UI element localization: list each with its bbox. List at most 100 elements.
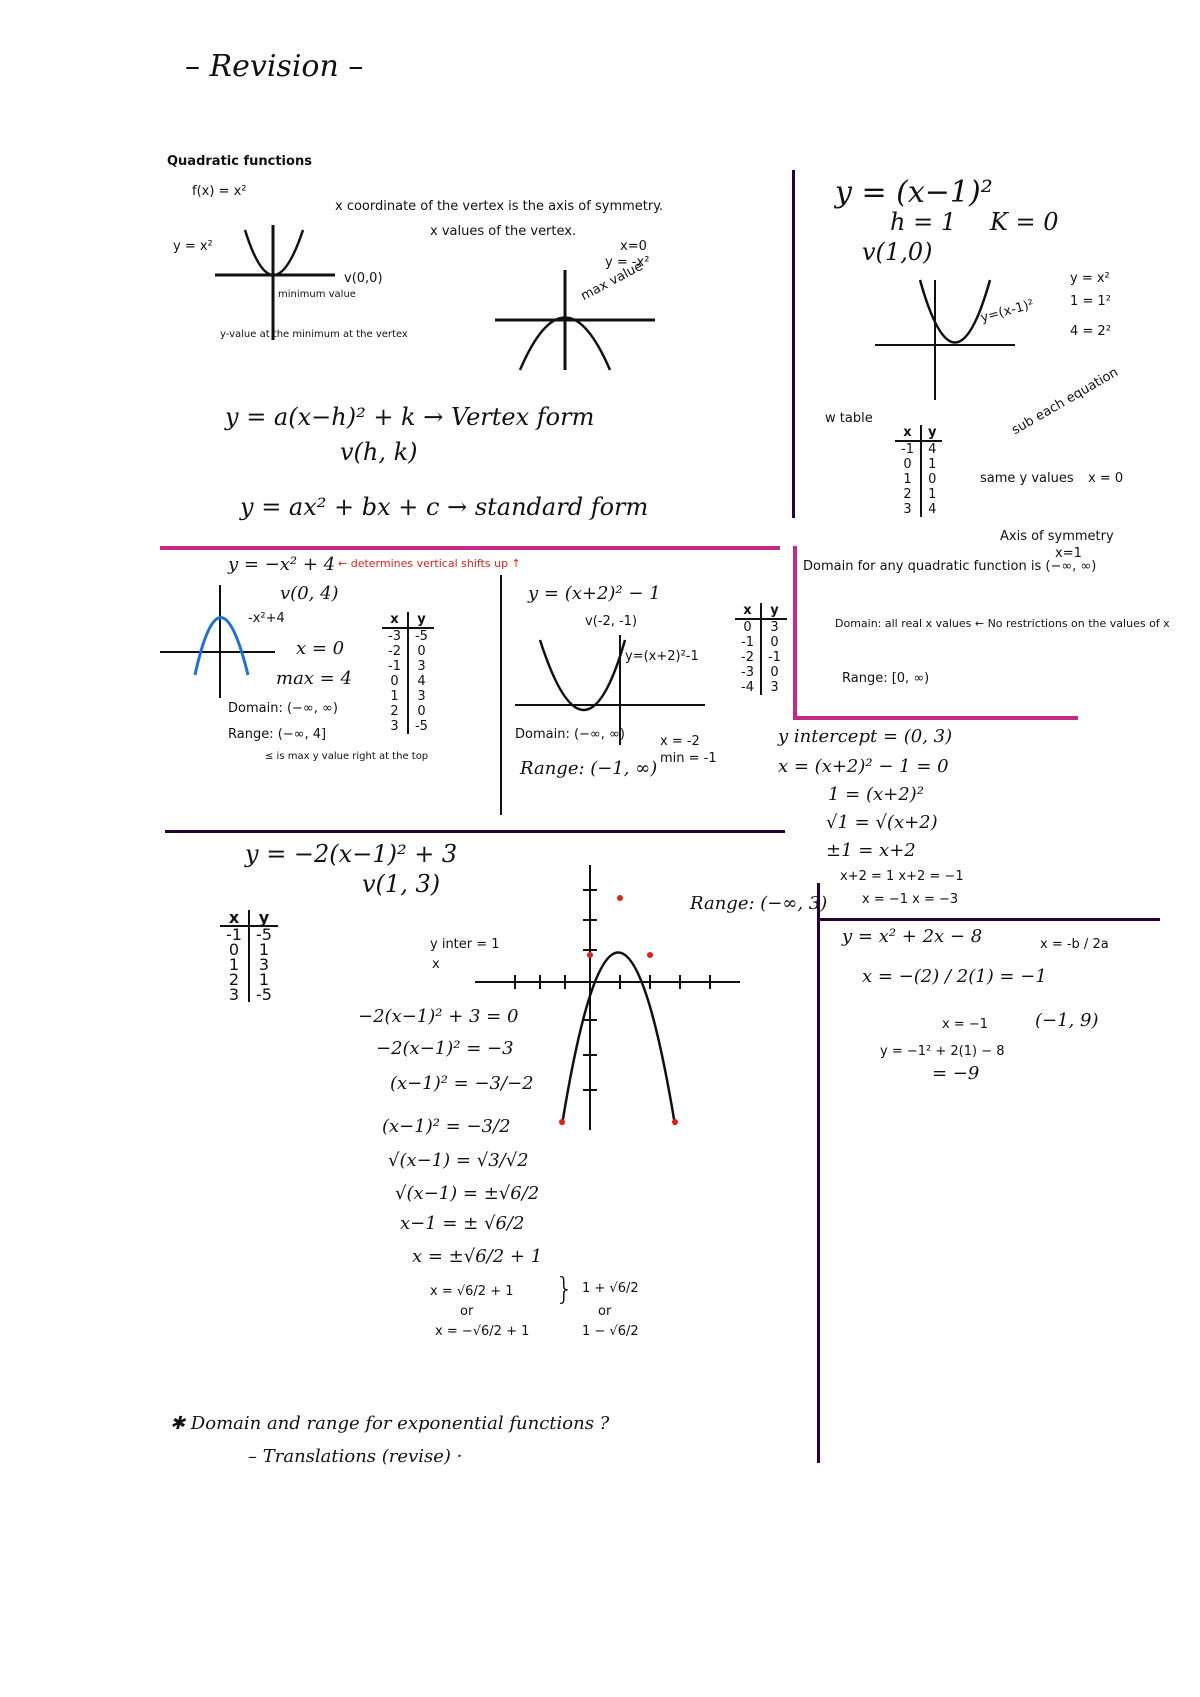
rt-eq: y = (x−1)² bbox=[835, 175, 993, 210]
s4-step-4: x+2 = 1 x+2 = −1 bbox=[840, 869, 964, 884]
divider-vertical-bottom bbox=[817, 883, 820, 1463]
s6-work-7: x = ±√6/2 + 1 bbox=[412, 1246, 543, 1267]
rt-axis-sym: Axis of symmetry bbox=[1000, 529, 1114, 544]
divider-horizontal-mid bbox=[165, 830, 785, 833]
s2-range: Range: (−∞, 4] bbox=[228, 727, 327, 742]
s6-result-0: 1 + √6/2 bbox=[582, 1281, 639, 1296]
note-x-values: x values of the vertex. bbox=[430, 224, 577, 239]
s6-work-10: x = −√6/2 + 1 bbox=[435, 1324, 530, 1339]
divider-vertical-top bbox=[792, 170, 795, 518]
small-y: y = -x² bbox=[605, 255, 650, 270]
s5-eq: y = x² + 2x − 8 bbox=[842, 926, 983, 947]
rt-w-table: w table bbox=[825, 411, 873, 426]
s4-step-0: x = (x+2)² − 1 = 0 bbox=[778, 756, 949, 777]
s3-divider bbox=[500, 575, 502, 815]
s2-vertex: v(0, 4) bbox=[280, 583, 339, 604]
s3-x2: x = -2 bbox=[660, 734, 700, 749]
s3-range: Range: (−1, ∞) bbox=[520, 758, 658, 779]
s4-domain-title: Domain for any quadratic function is (−∞… bbox=[803, 559, 1097, 574]
rt-h: h = 1 bbox=[890, 208, 957, 236]
s3-vertex: v(-2, -1) bbox=[585, 614, 638, 629]
s4-step-3: ±1 = x+2 bbox=[826, 840, 916, 861]
s4-step-1: 1 = (x+2)² bbox=[828, 784, 924, 805]
s5-step3: y = −1² + 2(1) − 8 bbox=[880, 1044, 1005, 1059]
s2-eq: y = −x² + 4 bbox=[228, 554, 336, 575]
s6-vertex: v(1, 3) bbox=[362, 870, 441, 898]
s3-domain: Domain: (−∞, ∞) bbox=[515, 727, 625, 742]
s6-work-9: or bbox=[460, 1304, 474, 1319]
s6-eq: y = −2(x−1)² + 3 bbox=[245, 840, 458, 868]
s6-result-1: or bbox=[598, 1304, 612, 1319]
s6-brace: } bbox=[555, 1272, 575, 1307]
vertex-label: v(0,0) bbox=[344, 271, 383, 286]
small-domain: x=0 bbox=[620, 239, 647, 254]
graph-label: y = x² bbox=[173, 239, 213, 254]
divider-pink-v bbox=[793, 546, 797, 718]
rt-k: K = 0 bbox=[990, 208, 1059, 236]
graph-neg-parabola bbox=[495, 270, 655, 371]
annotation-minimum: minimum value bbox=[278, 289, 356, 300]
s5-step1: x = −(2) / 2(1) = −1 bbox=[862, 966, 1047, 987]
footer-question: ✱ Domain and range for exponential funct… bbox=[170, 1413, 610, 1434]
vertex-point: v(h, k) bbox=[340, 438, 418, 466]
s4-intercept: y intercept = (0, 3) bbox=[778, 726, 953, 747]
graph-x-squared bbox=[215, 225, 335, 340]
s3-eq: y = (x+2)² − 1 bbox=[528, 583, 661, 604]
s2-domain: Domain: (−∞, ∞) bbox=[228, 701, 338, 716]
s6-work-6: x−1 = ± √6/2 bbox=[400, 1213, 525, 1234]
s2-x0: x = 0 bbox=[296, 638, 345, 659]
s4-range: Range: [0, ∞) bbox=[842, 671, 930, 686]
rt-v: v(1,0) bbox=[862, 238, 933, 266]
s4-domain-note: Domain: all real x values ← No restricti… bbox=[835, 617, 1170, 630]
fx-label: f(x) = x² bbox=[192, 184, 247, 199]
s6-work-1: −2(x−1)² = −3 bbox=[376, 1038, 514, 1059]
rt-note-0: y = x² bbox=[1070, 271, 1110, 286]
s6-range: Range: (−∞, 3) bbox=[690, 893, 828, 914]
rt-sub-each: sub each equation bbox=[1009, 364, 1121, 439]
s5-formula: x = -b / 2a bbox=[1040, 937, 1109, 952]
rt-same-y: same y values bbox=[980, 471, 1074, 486]
s6-work-2: (x−1)² = −3/−2 bbox=[390, 1073, 534, 1094]
s6-work-8: x = √6/2 + 1 bbox=[430, 1284, 514, 1299]
s4-step-5: x = −1 x = −3 bbox=[862, 892, 959, 907]
s6-work-5: √(x−1) = ±√6/2 bbox=[395, 1183, 540, 1204]
s3-graph bbox=[515, 635, 705, 745]
s4-step-2: √1 = √(x+2) bbox=[826, 812, 938, 833]
s2-graph bbox=[160, 585, 275, 698]
s6-work-0: −2(x−1)² + 3 = 0 bbox=[358, 1006, 519, 1027]
divider-right-bottom bbox=[820, 918, 1160, 921]
s5-step2: x = −1 bbox=[942, 1017, 989, 1032]
annotation-y: y-value at the minimum at the vertex bbox=[220, 329, 408, 340]
s5-step4: = −9 bbox=[932, 1063, 980, 1084]
rt-x-eq: x = 0 bbox=[1088, 471, 1124, 486]
section-heading: Quadratic functions bbox=[167, 154, 312, 169]
divider-pink-2 bbox=[793, 716, 1078, 720]
footer-translations: – Translations (revise) · bbox=[248, 1446, 463, 1467]
s6-work-4: √(x−1) = √3/√2 bbox=[388, 1150, 529, 1171]
s6-x-lab: x bbox=[432, 957, 440, 972]
s6-graph bbox=[475, 865, 740, 1130]
s2-red-note: ← determines vertical shifts up ↑ bbox=[338, 557, 521, 570]
page-title: – Revision – bbox=[185, 49, 364, 84]
rt-graph bbox=[875, 279, 1015, 400]
s5-point: (−1, 9) bbox=[1035, 1010, 1099, 1031]
rt-note-2: 4 = 2² bbox=[1070, 324, 1111, 339]
s6-result-2: 1 − √6/2 bbox=[582, 1324, 639, 1339]
s2-max: max = 4 bbox=[276, 668, 352, 689]
s6-work-3: (x−1)² = −3/2 bbox=[382, 1116, 511, 1137]
s3-min: min = -1 bbox=[660, 751, 717, 766]
s3-curve-label: y=(x+2)²-1 bbox=[625, 649, 699, 664]
note-x-coord: x coordinate of the vertex is the axis o… bbox=[335, 199, 664, 214]
divider-pink-1 bbox=[160, 546, 780, 550]
s2-curve-label: -x²+4 bbox=[248, 611, 285, 626]
s6-y-int: y inter = 1 bbox=[430, 937, 500, 952]
standard-form: y = ax² + bx + c → standard form bbox=[240, 493, 649, 521]
vertex-form: y = a(x−h)² + k → Vertex form bbox=[225, 403, 595, 431]
rt-note-1: 1 = 1² bbox=[1070, 294, 1111, 309]
rt-axis-val: x=1 bbox=[1055, 546, 1082, 561]
s2-range-note: ≤ is max y value right at the top bbox=[265, 751, 429, 762]
